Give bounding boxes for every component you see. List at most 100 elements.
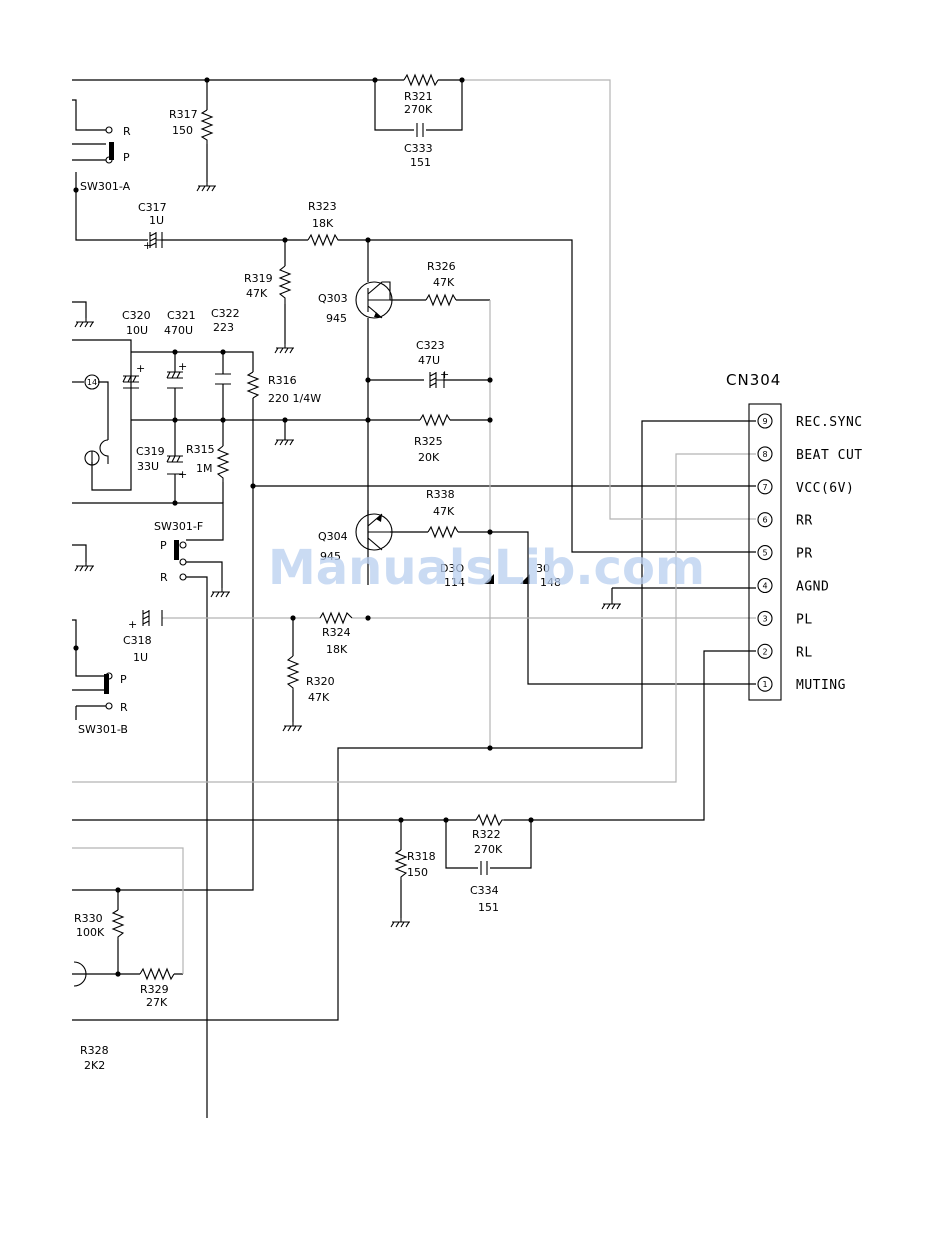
connector-pin-5 bbox=[757, 545, 773, 561]
junctions bbox=[73, 77, 534, 977]
connector-pin-number: 9 bbox=[762, 417, 767, 426]
r323-symbol bbox=[307, 233, 342, 247]
jack-left bbox=[73, 961, 87, 987]
c319-symbol bbox=[166, 455, 183, 475]
c318-plus: + bbox=[128, 618, 137, 631]
c318-value: 1U bbox=[133, 651, 148, 664]
r330-value: 100K bbox=[76, 926, 105, 939]
d303-value: 114 bbox=[444, 576, 465, 589]
c320-ref: C320 bbox=[122, 309, 151, 322]
c322-value: 223 bbox=[213, 321, 234, 334]
r318-value: 150 bbox=[407, 866, 428, 879]
c323-symbol bbox=[429, 372, 445, 388]
r318-symbol bbox=[394, 849, 408, 880]
connector-pin-label: AGND bbox=[796, 580, 829, 595]
connector-pin-label: RR bbox=[796, 514, 813, 529]
ground-icon bbox=[274, 344, 294, 354]
r319-value: 47K bbox=[246, 287, 268, 300]
r324-ref: R324 bbox=[322, 626, 351, 639]
switch-labels: R P SW301-A SW301-F P R P R SW301-B bbox=[78, 125, 203, 736]
r323-ref: R323 bbox=[308, 200, 337, 213]
c318-ref: C318 bbox=[123, 634, 152, 647]
component-labels: R317 150 R321 270K C333 151 C317 1U R323… bbox=[74, 90, 561, 1072]
c319-value: 33U bbox=[137, 460, 159, 473]
ground-icon bbox=[274, 439, 294, 446]
connector-pin-1 bbox=[757, 676, 773, 692]
connector-pin-6 bbox=[757, 512, 773, 528]
q303-value: 945 bbox=[326, 312, 347, 325]
q304-symbol bbox=[355, 513, 393, 551]
r315-value: 1M bbox=[196, 462, 213, 475]
ground-icon bbox=[601, 600, 621, 610]
transistors bbox=[355, 281, 393, 551]
r325-symbol bbox=[419, 413, 451, 427]
sw301a-pos-r: R bbox=[123, 125, 131, 138]
ic-pin-number: 14 bbox=[87, 378, 97, 387]
connector-pin-number: 5 bbox=[762, 549, 767, 558]
c323-ref: C323 bbox=[416, 339, 445, 352]
r319-ref: R319 bbox=[244, 272, 273, 285]
connector-pin-number: 2 bbox=[762, 647, 767, 656]
d303-symbol bbox=[484, 574, 494, 584]
ground-icon bbox=[210, 588, 230, 598]
c318-symbol bbox=[142, 610, 163, 626]
r317-value: 150 bbox=[172, 124, 193, 137]
r315-ref: R315 bbox=[186, 443, 215, 456]
connector-pin-label: BEAT CUT bbox=[796, 448, 863, 463]
r317-symbol bbox=[200, 109, 214, 144]
ground-icon bbox=[282, 722, 302, 732]
r329-value: 27K bbox=[146, 996, 168, 1009]
r338-value: 47K bbox=[433, 505, 455, 518]
jack-coil bbox=[99, 439, 109, 464]
connector-pin-number: 4 bbox=[762, 582, 767, 591]
connector-pin-8 bbox=[757, 446, 773, 462]
ground-icon bbox=[74, 562, 94, 572]
c320-plus: + bbox=[136, 362, 145, 375]
r324-value: 18K bbox=[326, 643, 348, 656]
c323-plus: + bbox=[440, 368, 449, 381]
connector-pin-number: 8 bbox=[762, 450, 767, 459]
sw301a-pos-p: P bbox=[123, 151, 130, 164]
c317-plus: + bbox=[143, 239, 152, 252]
ground-symbols bbox=[74, 182, 621, 928]
connector-pin-label: REC.SYNC bbox=[796, 415, 863, 430]
connector-pin-label: RL bbox=[796, 645, 813, 660]
r328-ref: R328 bbox=[80, 1044, 109, 1057]
sw301a-label: SW301-A bbox=[80, 180, 131, 193]
d304-ref: 30 bbox=[536, 562, 550, 575]
connector-pin-4 bbox=[757, 577, 773, 594]
r326-value: 47K bbox=[433, 276, 455, 289]
connector-pin-9 bbox=[757, 413, 773, 429]
r324-symbol bbox=[319, 611, 353, 625]
r338-symbol bbox=[427, 525, 459, 539]
r316-symbol bbox=[246, 371, 260, 399]
r316-ref: R316 bbox=[268, 374, 297, 387]
r320-symbol bbox=[286, 655, 300, 690]
wires bbox=[72, 79, 756, 1118]
connector-pin-label: PL bbox=[796, 612, 813, 627]
wires-grey bbox=[72, 79, 756, 974]
r325-value: 20K bbox=[418, 451, 440, 464]
c334-value: 151 bbox=[478, 901, 499, 914]
r315-symbol bbox=[216, 445, 230, 482]
c322-symbol bbox=[215, 373, 231, 385]
r329-ref: R329 bbox=[140, 983, 169, 996]
connector-pin-3 bbox=[757, 610, 773, 626]
c333-value: 151 bbox=[410, 156, 431, 169]
r329-symbol bbox=[139, 967, 175, 981]
r326-symbol bbox=[425, 293, 457, 307]
c333-symbol bbox=[416, 123, 424, 137]
connector-pin-number: 1 bbox=[762, 680, 767, 689]
connector-pin-label: MUTING bbox=[796, 678, 846, 693]
r330-symbol bbox=[111, 909, 125, 940]
d304-value: 148 bbox=[540, 576, 561, 589]
r326-ref: R326 bbox=[427, 260, 456, 273]
connector-pin-number: 6 bbox=[762, 516, 767, 525]
q304-ref: Q304 bbox=[318, 530, 348, 543]
r321-ref: R321 bbox=[404, 90, 433, 103]
r318-ref: R318 bbox=[407, 850, 436, 863]
c321-value: 470U bbox=[164, 324, 193, 337]
q303-symbol bbox=[355, 281, 393, 319]
